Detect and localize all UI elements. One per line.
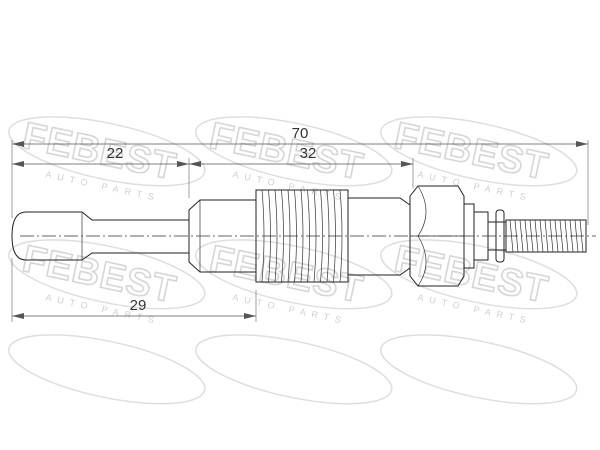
watermark-ellipse (8, 239, 206, 310)
watermark-brand: FEBEST (206, 238, 367, 311)
dimension-label-body: 32 (300, 145, 317, 162)
watermark-ellipse (195, 334, 393, 405)
thread-line (320, 189, 323, 283)
dimension-tip: 22 (12, 145, 189, 167)
watermark-logo-bottom-left (8, 334, 206, 405)
extension-lines (11, 140, 589, 322)
dimension-body: 32 (189, 145, 413, 167)
heater-tip (11, 211, 190, 261)
terminal-thread-line (539, 219, 544, 253)
watermark-ellipse (380, 334, 578, 405)
watermark-brand: FEBEST (206, 115, 367, 188)
watermark-group: FEBEST AUTO PARTS FEBEST AUTO PARTS FEBE… (8, 114, 578, 405)
watermark-logo-mid-right: FEBEST AUTO PARTS (380, 237, 578, 326)
watermark-logo-bottom-center (195, 334, 393, 405)
dimension-label-tip: 22 (107, 145, 124, 162)
watermark-logo-top-center: FEBEST AUTO PARTS (195, 114, 393, 203)
watermark-logo-bottom-right (380, 334, 578, 405)
watermark-ellipse (380, 116, 578, 187)
thread-line (274, 189, 278, 283)
watermark-ellipse (8, 116, 206, 187)
thread-line (281, 189, 284, 283)
watermark-logo-top-left: FEBEST AUTO PARTS (8, 114, 206, 203)
hex-nut (409, 185, 465, 287)
arrow-right-icon (177, 161, 189, 167)
dimension-thread: 29 (12, 297, 256, 319)
watermark-brand: FEBEST (391, 115, 552, 188)
arrow-left-icon (12, 313, 24, 319)
watermark-ellipse (380, 239, 578, 310)
watermark-ellipse (8, 334, 206, 405)
hex-nut-chamfer-top (417, 185, 427, 237)
dimension-overall: 70 (12, 125, 588, 147)
watermark-logo-top-right: FEBEST AUTO PARTS (380, 114, 578, 203)
hex-nut-chamfer-bottom (417, 235, 427, 287)
watermark-ellipse (195, 116, 393, 187)
arrow-right-icon (244, 313, 256, 319)
arrow-left-icon (12, 161, 24, 167)
arrow-left-icon (12, 141, 24, 147)
watermark-brand: FEBEST (19, 238, 180, 311)
glow-plug (11, 185, 596, 287)
arrow-right-icon (401, 161, 413, 167)
watermark-logo-mid-left: FEBEST AUTO PARTS (8, 237, 206, 326)
dimension-label-overall: 70 (292, 125, 309, 142)
watermark-ellipse (195, 239, 393, 310)
arrow-right-icon (576, 141, 588, 147)
terminal-thread-line (544, 219, 549, 253)
watermark-logo-mid-center: FEBEST AUTO PARTS (195, 237, 393, 326)
arrow-left-icon (189, 161, 201, 167)
dimension-label-thread: 29 (130, 297, 147, 314)
watermark-brand: FEBEST (19, 115, 180, 188)
